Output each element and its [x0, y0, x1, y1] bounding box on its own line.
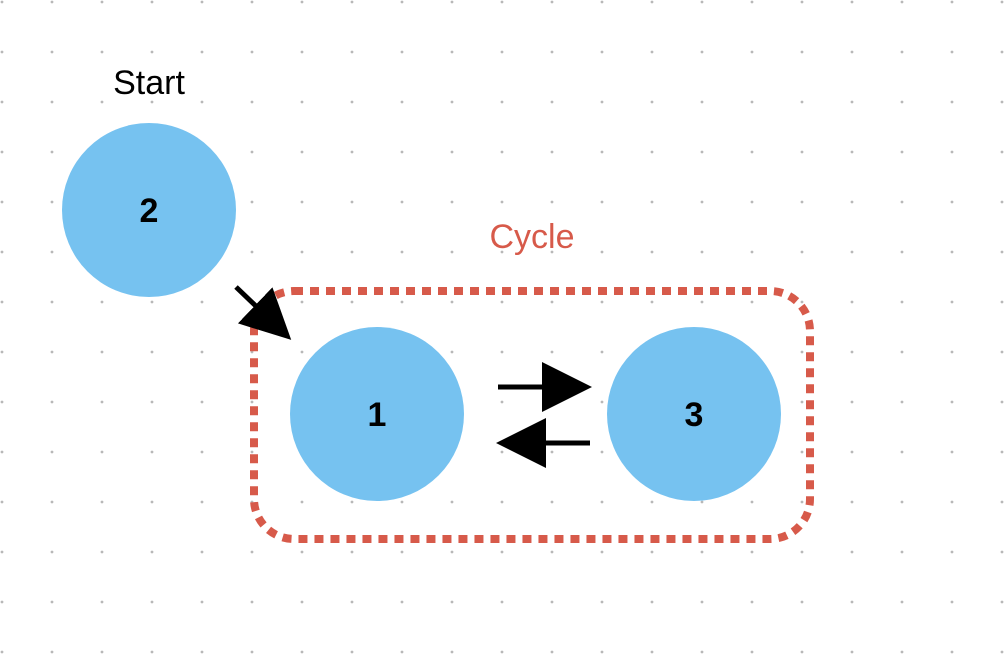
node-2-circle: [62, 123, 236, 297]
node-3-circle: [607, 327, 781, 501]
start-label: Start: [113, 64, 185, 102]
node-3[interactable]: 3: [607, 327, 781, 501]
node-2[interactable]: 2: [62, 123, 236, 297]
node-1-circle: [290, 327, 464, 501]
cycle-label: Cycle: [489, 218, 574, 256]
node-1[interactable]: 1: [290, 327, 464, 501]
cycle-group-border: [250, 287, 814, 543]
node-1-label: 1: [368, 396, 387, 434]
node-3-label: 3: [685, 396, 704, 434]
edge-2-to-1-arrow: [234, 285, 292, 340]
node-2-label: 2: [140, 192, 159, 230]
